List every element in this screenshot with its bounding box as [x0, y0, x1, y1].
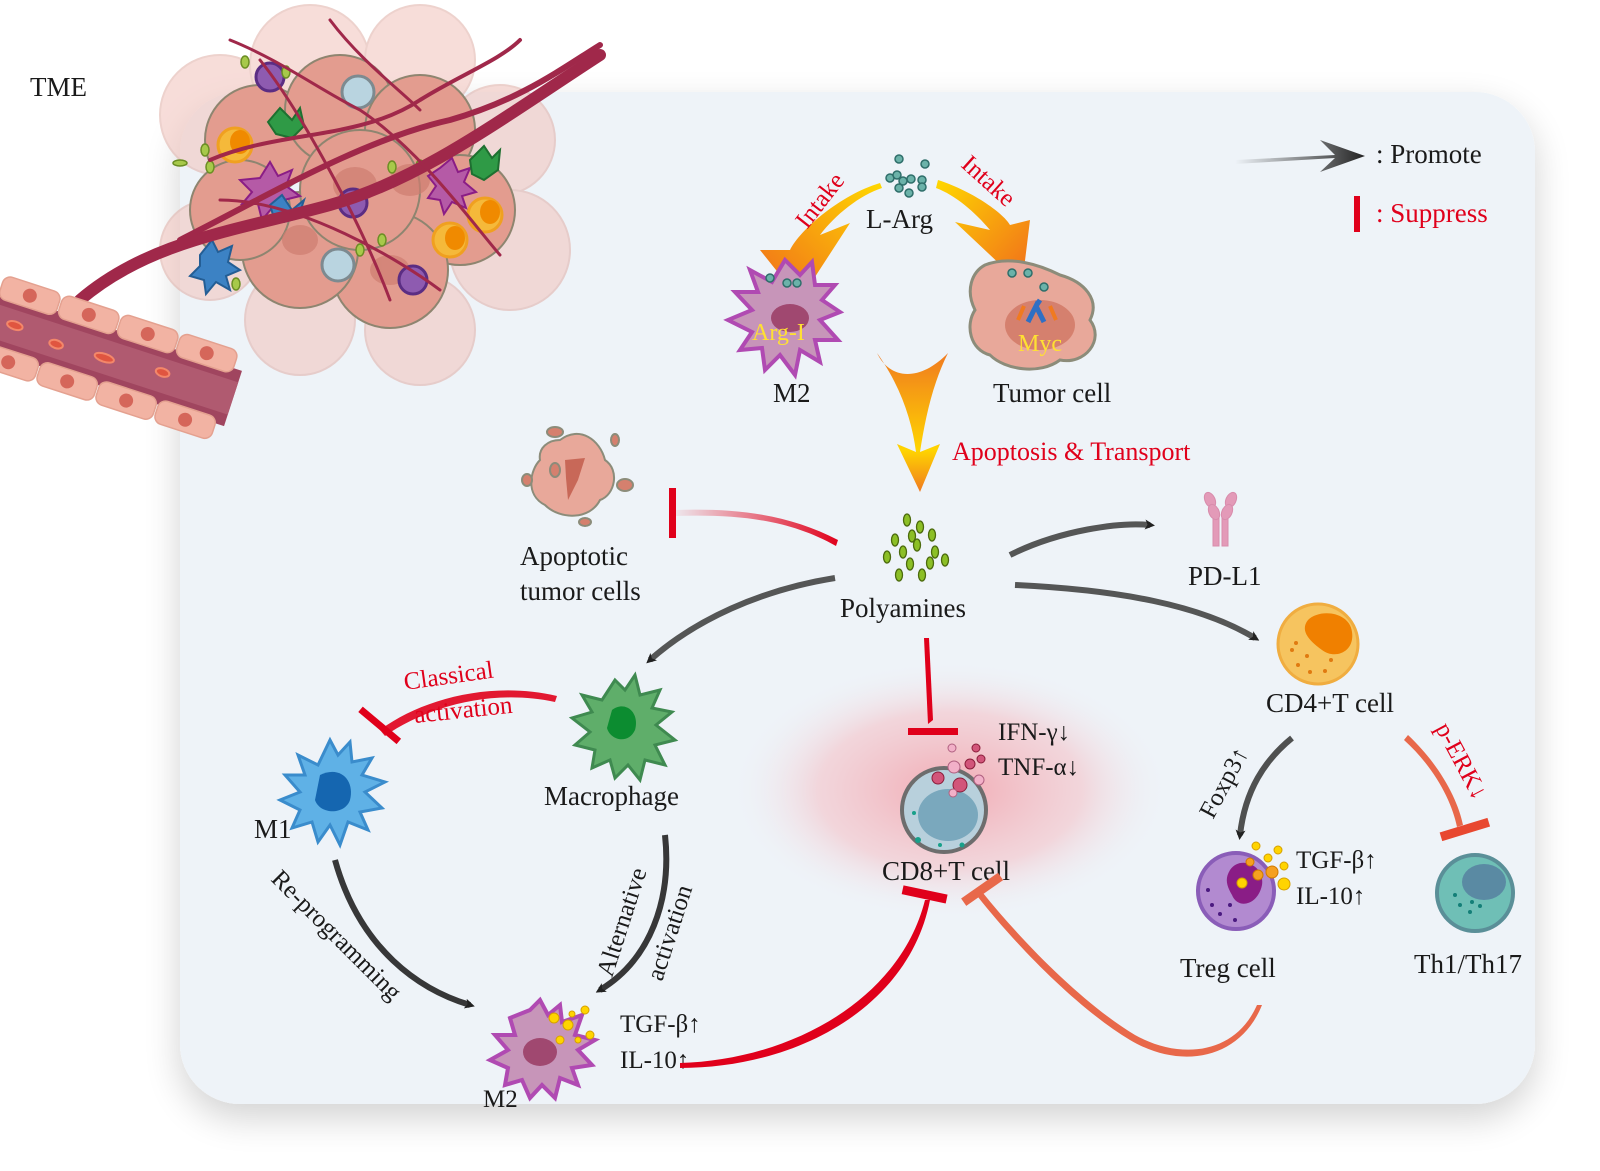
tumor-cell	[968, 259, 1097, 371]
promote-arrow-cd4	[1014, 582, 1260, 641]
m2-cell-top	[723, 256, 845, 380]
th1-th17-label: Th1/Th17	[1414, 949, 1522, 979]
myc-label: Myc	[1018, 331, 1062, 357]
legend: : Promote : Suppress	[1235, 139, 1488, 232]
promote-arrow-pdl1	[1008, 519, 1155, 558]
l-arg-dots	[885, 154, 930, 198]
polyamines-label: Polyamines	[840, 593, 966, 623]
polyamine-dots	[882, 513, 950, 582]
promote-arrow-macrophage	[646, 575, 836, 664]
suppress-cd8-bar	[908, 728, 958, 735]
suppress-apoptotic-line	[675, 509, 838, 546]
m2-cell-bottom	[485, 996, 601, 1102]
treg-tgfb-label: TGF-β↑	[1296, 847, 1377, 874]
apoptotic-label-1: Apoptotic	[520, 541, 628, 571]
perk-suppress-bar	[1439, 817, 1491, 842]
treg-cell	[1196, 841, 1291, 931]
funnel-arrow	[877, 353, 948, 492]
treg-suppress-cd8-line	[978, 893, 1262, 1057]
cd4-t-cell	[1276, 602, 1360, 686]
m2-bottom-label: M2	[483, 1086, 518, 1113]
m2-suppress-cd8-bar	[901, 885, 948, 904]
tnfa-label: TNF-α↓	[998, 754, 1079, 781]
legend-suppress-label: : Suppress	[1376, 198, 1488, 228]
m2-il10-label: IL-10↑	[620, 1047, 689, 1074]
main-panel	[180, 92, 1535, 1104]
reprogramming-arrow	[332, 859, 475, 1009]
foxp3-arrow	[1235, 735, 1294, 840]
suppress-cd8-line	[924, 638, 933, 724]
cd4-label: CD4+T cell	[1266, 688, 1394, 718]
treg-suppress-cd8-bar	[961, 872, 1004, 906]
tumor-cell-label: Tumor cell	[993, 378, 1111, 408]
ifng-label: IFN-γ↓	[998, 719, 1070, 746]
m2-tgfb-label: TGF-β↑	[620, 1011, 701, 1038]
apoptotic-label-2: tumor cells	[520, 576, 641, 606]
m2-suppress-cd8-line	[680, 900, 930, 1068]
treg-il10-label: IL-10↑	[1296, 883, 1365, 910]
m2-top-label: M2	[773, 378, 811, 408]
classical-activation-bar	[358, 706, 402, 745]
legend-suppress-bar	[1354, 196, 1360, 232]
intake-arrow-right	[936, 180, 1030, 285]
legend-promote-label: : Promote	[1376, 139, 1482, 169]
legend-promote-arrow	[1235, 140, 1365, 172]
treg-label: Treg cell	[1180, 953, 1276, 983]
arg1-label: Arg-I	[752, 320, 805, 346]
suppress-apoptotic-bar	[669, 488, 676, 538]
cd8-t-cell	[900, 743, 988, 854]
l-arg-label: L-Arg	[866, 204, 933, 234]
pdl1-label: PD-L1	[1188, 561, 1262, 591]
tme-immune-cells	[188, 61, 504, 297]
tumor-microenvironment-illustration	[0, 4, 606, 440]
macrophage-label: Macrophage	[544, 781, 679, 811]
blood-vessel	[0, 276, 242, 440]
tme-label: TME	[30, 72, 87, 102]
m1-cell	[276, 736, 390, 849]
apoptotic-nucleus	[565, 458, 585, 500]
apoptosis-transport-label: Apoptosis & Transport	[952, 437, 1191, 466]
perk-suppress-line	[1404, 735, 1463, 827]
classical-activation-line	[380, 690, 557, 736]
th1-th17-cell	[1435, 853, 1515, 933]
macrophage-cell	[568, 671, 679, 784]
alternative-activation-arrow	[595, 834, 670, 993]
pdl1-receptor	[1203, 491, 1238, 547]
m1-label: M1	[254, 814, 292, 844]
